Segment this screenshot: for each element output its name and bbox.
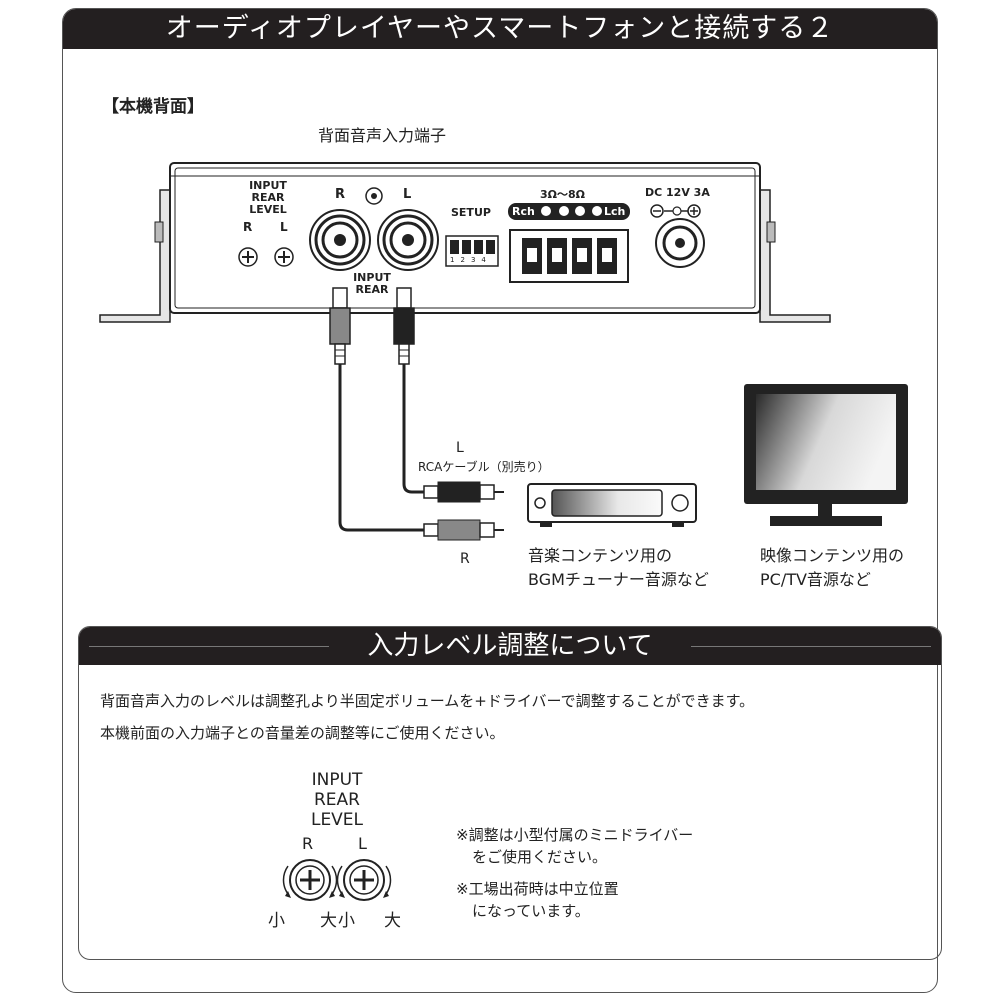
cable-r-label: R (460, 551, 470, 567)
bgm-caption: 音楽コンテンツ用の BGMチューナー音源など (528, 546, 709, 589)
knob-l-large: 大 (384, 911, 401, 931)
speaker-rch-label: Rch (512, 205, 535, 218)
knob-level-label: INPUT REAR LEVEL (310, 770, 364, 830)
jack-l-label: L (403, 187, 412, 202)
ground-screw (365, 187, 383, 205)
rca-plug-source-r (423, 519, 504, 541)
note-factory-default: ※工場出荷時は中立位置 になっています。 (456, 880, 619, 920)
speaker-ohm-label: 3Ω～8Ω (540, 188, 586, 201)
rear-level-r-label: R (243, 220, 253, 234)
speaker-lch-label: Lch (604, 205, 626, 218)
rca-jack-l (377, 209, 439, 271)
rca-plug-r (329, 287, 351, 365)
level-section-title: 入力レベル調整について (79, 627, 941, 665)
note-driver: ※調整は小型付属のミニドライバー をご使用ください。 (456, 826, 694, 866)
rca-plug-l (393, 287, 415, 365)
rca-cable (338, 364, 424, 532)
knob-r-large: 大 (320, 911, 337, 931)
level-knob-l (336, 859, 392, 901)
rear-level-trimmer-r (238, 247, 258, 267)
knob-l-small: 小 (338, 911, 355, 931)
rca-jack-r (309, 209, 371, 271)
knob-r-small: 小 (268, 911, 285, 931)
level-description-1: 背面音声入力のレベルは調整孔より半固定ボリュームを+ドライバーで調整することがで… (100, 692, 755, 710)
rear-panel-label: 【本機背面】 (102, 97, 204, 117)
setup-dip-switch (445, 235, 499, 267)
rear-level-trimmer-l (274, 247, 294, 267)
cable-name-label: RCAケーブル（別売り） (418, 460, 550, 474)
page-frame: オーディオプレイヤーやスマートフォンと接続する２ (62, 8, 938, 993)
rear-level-l-label: L (280, 220, 288, 234)
dc-power-jack (650, 204, 705, 268)
knob-l-label: L (358, 834, 367, 853)
cable-l-label: L (456, 440, 464, 456)
page-title: オーディオプレイヤーやスマートフォンと接続する２ (63, 9, 937, 49)
dip-numbers: 1234 (450, 256, 492, 264)
setup-label: SETUP (451, 206, 491, 219)
knob-r-label: R (302, 834, 314, 853)
dc-label: DC 12V 3A (645, 186, 710, 199)
input-rear-label: INPUT REAR (353, 271, 391, 296)
rear-terminal-caption: 背面音声入力端子 (318, 126, 447, 145)
rear-level-label: INPUT REAR LEVEL (249, 179, 287, 216)
speaker-terminal-block (508, 203, 630, 283)
tv-monitor-device (744, 384, 908, 526)
level-section: 入力レベル調整について (78, 626, 942, 960)
jack-r-label: R (335, 187, 346, 202)
rca-plug-source-l (423, 481, 504, 503)
level-knob-r (282, 859, 338, 901)
pc-caption: 映像コンテンツ用の PC/TV音源など (760, 546, 905, 589)
bgm-tuner-device (527, 483, 697, 527)
level-description-2: 本機前面の入力端子との音量差の調整等にご使用ください。 (100, 724, 505, 742)
